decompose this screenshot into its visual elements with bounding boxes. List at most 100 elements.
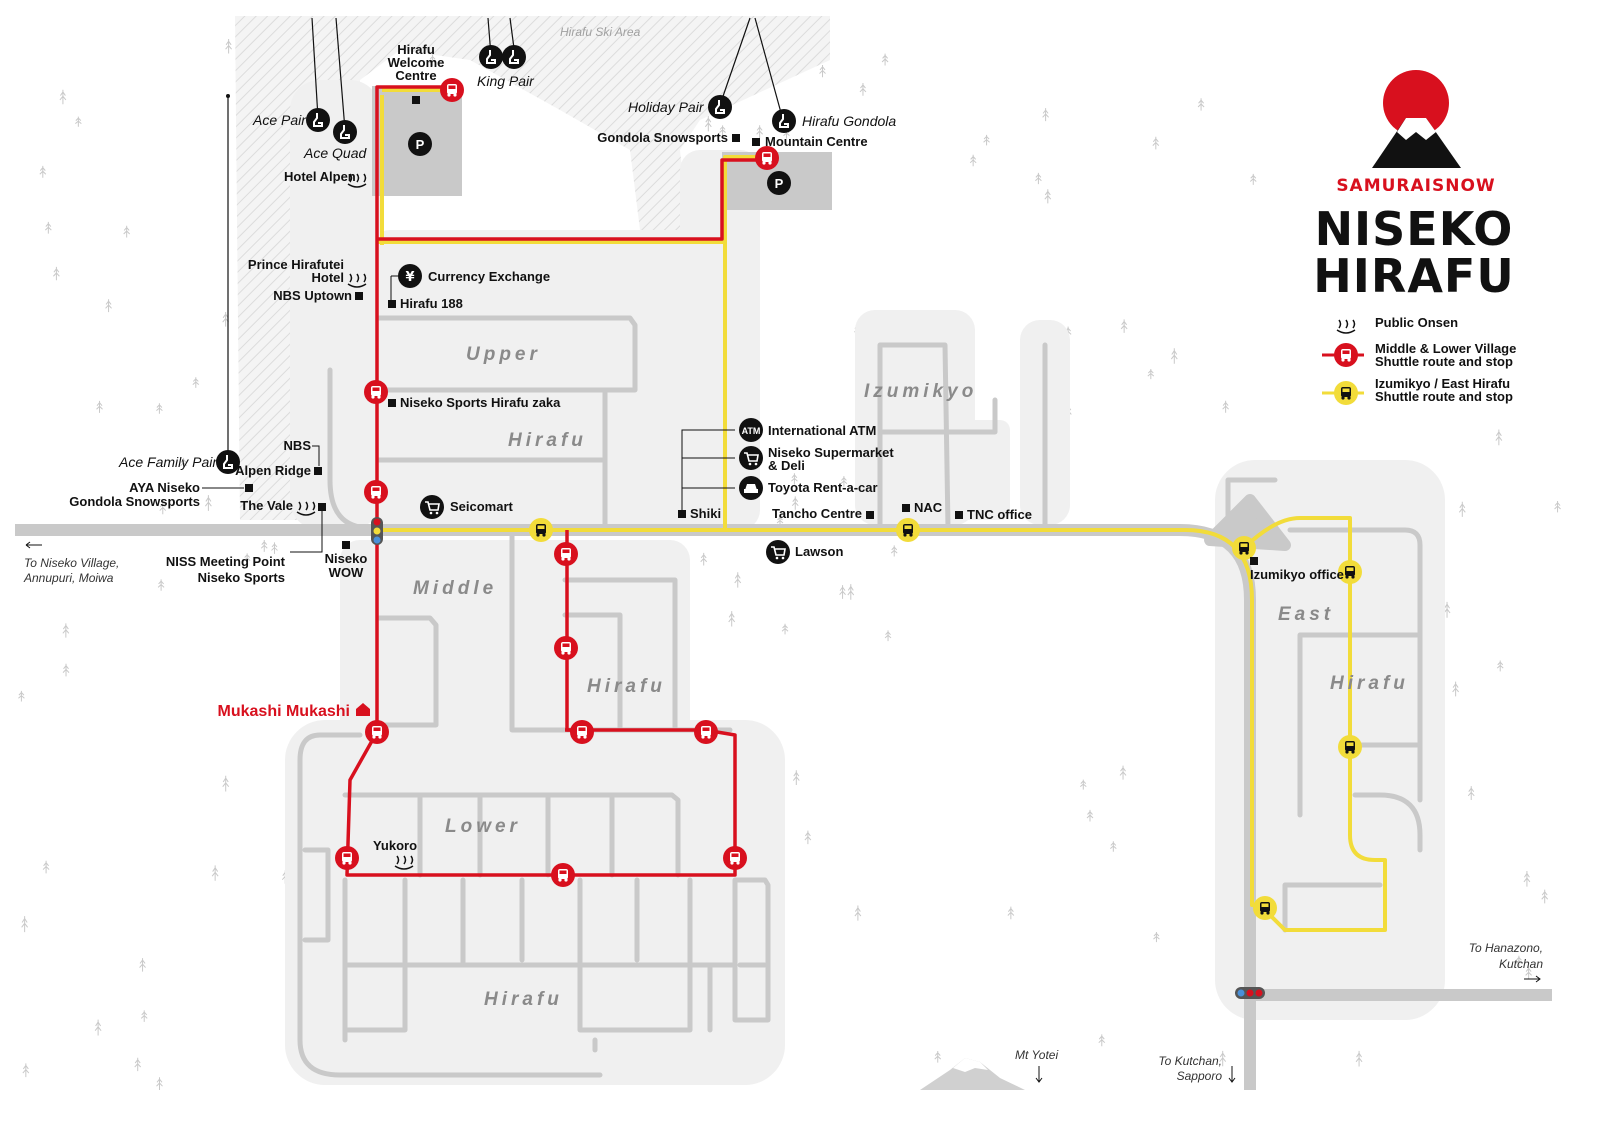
tree-glyph bbox=[1042, 108, 1049, 122]
tree-glyph bbox=[21, 916, 29, 933]
tree-glyph bbox=[1098, 1034, 1106, 1047]
red-bus-stop[interactable] bbox=[723, 846, 747, 870]
poi-marker bbox=[866, 511, 874, 519]
alpen-ridge-label: Alpen Ridge bbox=[235, 463, 311, 478]
red-bus-stop[interactable] bbox=[364, 380, 388, 404]
dir-hanazono-2: Kutchan bbox=[1499, 957, 1543, 971]
tree-glyph bbox=[700, 552, 708, 566]
tree-glyph bbox=[1170, 348, 1178, 364]
poi-marker bbox=[342, 541, 350, 549]
area-east: East bbox=[1278, 604, 1334, 625]
tree-glyph bbox=[222, 775, 230, 792]
tree-glyph bbox=[728, 611, 736, 627]
supermarket-icon bbox=[738, 445, 764, 471]
red-bus-stop[interactable] bbox=[440, 78, 464, 102]
legend-yellow-2: Shuttle route and stop bbox=[1375, 389, 1513, 404]
red-bus-stop[interactable] bbox=[551, 863, 575, 887]
seicomart-icon bbox=[419, 494, 445, 520]
lift-icon bbox=[332, 119, 358, 145]
area-middle-hirafu: Hirafu bbox=[587, 676, 666, 697]
legend-onsen: Public Onsen bbox=[1375, 315, 1458, 330]
area-lower: Lower bbox=[445, 816, 521, 837]
minor-streets bbox=[297, 315, 1423, 1078]
poi-marker bbox=[1250, 557, 1258, 565]
tree-glyph bbox=[62, 623, 70, 638]
tree-glyph bbox=[839, 585, 846, 599]
red-bus-stop[interactable] bbox=[365, 720, 389, 744]
legend-red-bus-icon bbox=[1334, 343, 1358, 367]
tree-glyph bbox=[859, 82, 867, 96]
supermarket-label-2: & Deli bbox=[768, 458, 805, 473]
hotel-alpen-label: Hotel Alpen bbox=[284, 169, 356, 184]
dir-west-2: Annupuri, Moiwa bbox=[23, 571, 114, 585]
supermarket-label-1: Niseko Supermarket bbox=[768, 445, 894, 460]
tree-glyph bbox=[156, 1077, 163, 1090]
poi-marker bbox=[388, 300, 396, 308]
hirafu-gondola-label: Hirafu Gondola bbox=[802, 113, 896, 129]
tree-glyph bbox=[75, 116, 82, 127]
gondola-snowsports-label: Gondola Snowsports bbox=[597, 130, 728, 145]
lift-icon bbox=[305, 107, 331, 133]
tree-glyph bbox=[934, 1050, 942, 1063]
yellow-bus-stop[interactable] bbox=[1232, 536, 1256, 560]
tree-glyph bbox=[719, 125, 726, 136]
tree-glyph bbox=[1152, 136, 1160, 150]
tree-glyph bbox=[1079, 779, 1087, 790]
tree-glyph bbox=[123, 225, 131, 238]
tree-glyph bbox=[734, 572, 742, 588]
tree-glyph bbox=[881, 53, 889, 66]
ski-area bbox=[235, 16, 830, 520]
poi-marker bbox=[318, 503, 326, 511]
niseko-sports-label: Niseko Sports Hirafu zaka bbox=[400, 395, 561, 410]
tree-glyph bbox=[819, 64, 826, 78]
tree-glyph bbox=[1197, 98, 1205, 111]
legend-yellow-bus-icon bbox=[1334, 381, 1358, 405]
red-bus-stop[interactable] bbox=[364, 480, 388, 504]
yellow-bus-stop[interactable] bbox=[1338, 735, 1362, 759]
tree-glyph bbox=[1495, 429, 1503, 446]
tree-glyph bbox=[22, 1063, 30, 1078]
welcome-centre-label-2: Welcome bbox=[388, 55, 445, 70]
tree-glyph bbox=[1525, 966, 1532, 980]
yellow-bus-stop[interactable] bbox=[1253, 896, 1277, 920]
niseko-wow-label-1: Niseko bbox=[325, 551, 368, 566]
aya-niseko-label-1: AYA Niseko bbox=[129, 480, 200, 495]
dir-kutchan-2: Sapporo bbox=[1177, 1069, 1223, 1083]
red-bus-stop[interactable] bbox=[554, 636, 578, 660]
tree-glyph bbox=[1467, 786, 1475, 800]
tree-glyph bbox=[271, 542, 278, 554]
yellow-bus-stop[interactable] bbox=[529, 518, 553, 542]
poi-marker bbox=[678, 510, 686, 518]
yellow-bus-stop[interactable] bbox=[896, 518, 920, 542]
yukoro-label: Yukoro bbox=[373, 838, 417, 853]
red-bus-stop[interactable] bbox=[554, 542, 578, 566]
samurai-snow-logo: SAMURAISNOW bbox=[1336, 70, 1495, 196]
tree-glyph bbox=[139, 958, 146, 972]
prince-hotel-label-2: Hotel bbox=[312, 270, 345, 285]
lift-icon bbox=[501, 44, 527, 70]
lawson-label: Lawson bbox=[795, 544, 843, 559]
area-izumikyo: Izumikyo bbox=[864, 381, 977, 402]
tree-glyph bbox=[94, 1019, 102, 1036]
red-bus-stop[interactable] bbox=[755, 146, 779, 170]
tree-glyph bbox=[1452, 681, 1460, 697]
tree-glyph bbox=[840, 476, 848, 487]
red-bus-stop[interactable] bbox=[694, 720, 718, 744]
red-bus-stop[interactable] bbox=[570, 720, 594, 744]
tancho-centre-label: Tancho Centre bbox=[772, 506, 862, 521]
tree-glyph bbox=[204, 495, 212, 511]
tree-glyph bbox=[792, 770, 800, 785]
toyota-rent-a-car-label: Toyota Rent-a-car bbox=[768, 480, 878, 495]
onsen-icon bbox=[1336, 319, 1356, 334]
izumikyo-office-label: Izumikyo office bbox=[1250, 567, 1344, 582]
tree-glyph bbox=[756, 125, 764, 139]
the-vale-label: The Vale bbox=[240, 498, 293, 513]
poi-marker bbox=[245, 484, 253, 492]
seicomart-label: Seicomart bbox=[450, 499, 514, 514]
tree-glyph bbox=[1119, 765, 1127, 780]
tree-glyph bbox=[53, 266, 60, 281]
mountain-centre-label: Mountain Centre bbox=[765, 134, 868, 149]
tree-glyph bbox=[225, 39, 232, 54]
red-bus-stop[interactable] bbox=[335, 846, 359, 870]
